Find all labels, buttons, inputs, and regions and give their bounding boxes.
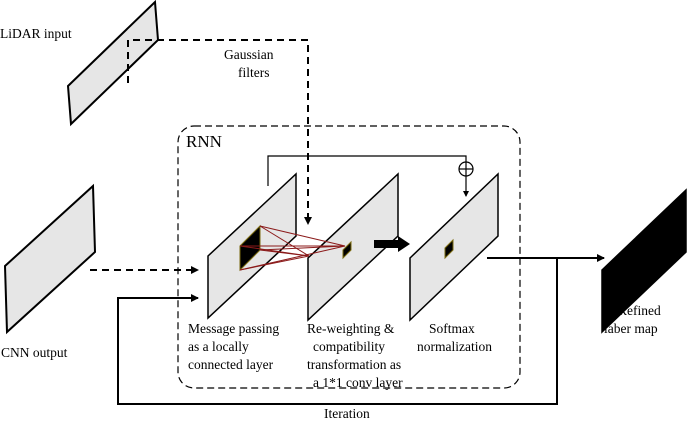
iteration-label: Iteration <box>324 406 370 421</box>
message-passing-caption: Message passing <box>188 321 279 336</box>
reweighting-caption-4: a 1*1 conv layer <box>313 375 403 390</box>
softmax-plane <box>409 172 499 322</box>
refined-map-label: Refined <box>618 303 661 318</box>
refined-map-label-2: laber map <box>604 321 658 336</box>
rnn-container <box>177 125 521 389</box>
cnn-output-label: CNN output <box>1 345 68 360</box>
bold-forward-arrow <box>374 236 410 252</box>
residual-connection-line <box>267 155 467 186</box>
reweighting-caption-3: transformation as <box>307 357 401 372</box>
gaussian-filters-label-2: filters <box>238 65 270 80</box>
reweighting-caption: Re-weighting & <box>307 321 395 336</box>
circled-plus-icon <box>458 161 474 177</box>
iteration-loop <box>117 258 558 405</box>
message-passing-caption-3: connected layer <box>188 357 274 372</box>
softmax-cell <box>444 238 454 260</box>
cnn-output-plane <box>3 183 97 335</box>
gaussian-filters-label: Gaussian <box>224 47 274 62</box>
lidar-input-plane <box>66 0 160 127</box>
message-passing-caption-2: as a locally <box>188 339 249 354</box>
softmax-caption-2: normalization <box>417 339 492 354</box>
refined-map-plane <box>601 188 687 334</box>
reweighting-caption-2: compatibility <box>313 339 385 354</box>
softmax-caption: Softmax <box>429 321 475 336</box>
local-connection-lines <box>239 225 346 271</box>
reweighting-cell <box>342 240 352 260</box>
lidar-input-label: LiDAR input <box>0 26 72 41</box>
gaussian-filters-arrow <box>127 39 312 225</box>
rnn-title: RNN <box>186 132 222 151</box>
